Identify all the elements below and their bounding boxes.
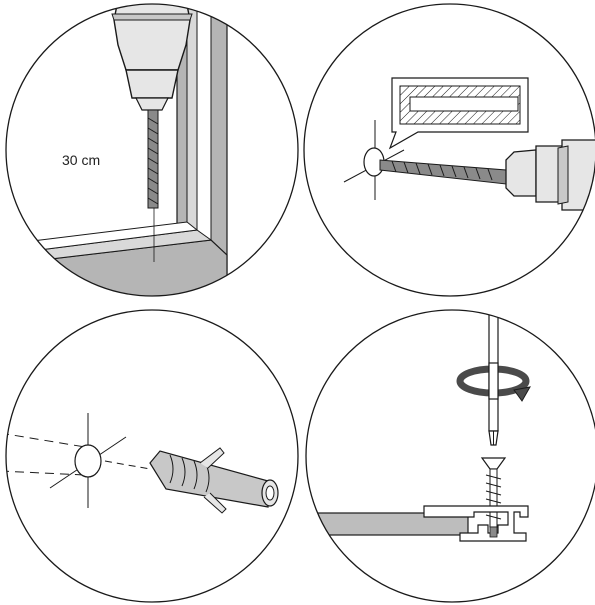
- step-2-illustration: [303, 3, 595, 297]
- step-1-circle: [5, 3, 299, 297]
- step-2-panel: [300, 0, 595, 300]
- step-3-illustration: [5, 309, 299, 603]
- step-4-illustration: [305, 309, 595, 603]
- step-4-circle: [305, 309, 595, 603]
- distance-label: 30 cm: [62, 152, 100, 168]
- drill-bit-icon: [147, 109, 159, 209]
- step-3-panel: [0, 303, 300, 605]
- step-3-circle: [5, 309, 299, 603]
- step-4-panel: [300, 303, 595, 605]
- step-1-illustration: 30 cm: [5, 3, 299, 297]
- drill-icon: [505, 139, 595, 211]
- hole-detail-callout: [388, 77, 529, 150]
- screw-icon: [480, 457, 507, 537]
- wall-plug-icon: [149, 447, 279, 514]
- rotation-arrow-icon: [456, 362, 531, 402]
- drill-bit-icon: [379, 159, 507, 185]
- step-1-panel: 30 cm: [0, 0, 300, 300]
- drill-icon: [111, 4, 193, 111]
- step-2-circle: [303, 3, 595, 297]
- crosshair-mark: [49, 413, 127, 508]
- hole-guide-line: [6, 432, 86, 448]
- rail-profile: [306, 512, 469, 536]
- bracket-icon: [423, 505, 529, 542]
